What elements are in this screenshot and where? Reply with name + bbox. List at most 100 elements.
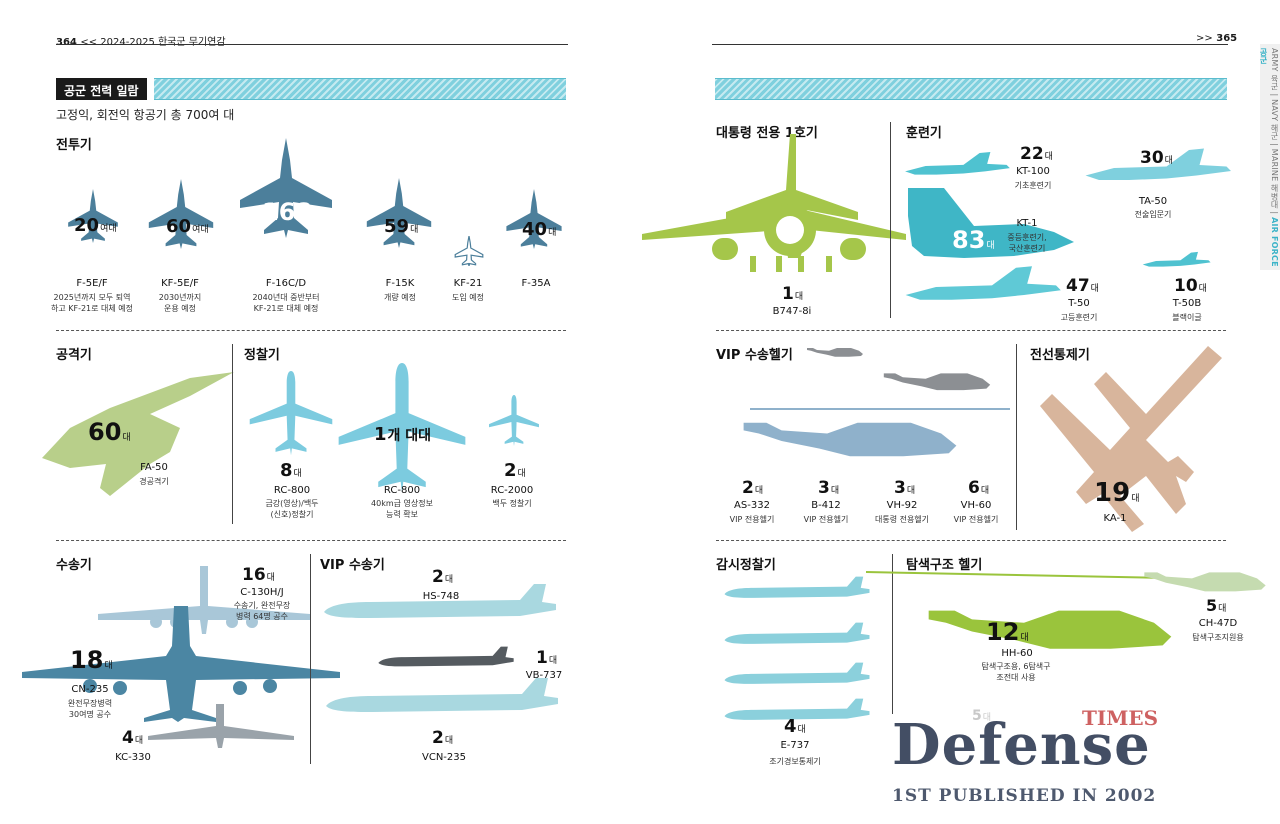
header-rule-right: [712, 44, 1228, 45]
vcn235-name: VCN-235: [422, 752, 466, 763]
vip-heli-heading: VIP 수송헬기: [716, 348, 793, 363]
fighter-note: 도입 예정: [452, 293, 484, 302]
vip-heli-note: 대통령 전용헬기: [874, 515, 930, 524]
recon-name: RC-800: [273, 485, 311, 496]
recon-note: 백두 정찰기: [492, 499, 532, 508]
vip-heli-count: 3대: [818, 478, 840, 498]
fighter-name: KF-5E/F: [161, 278, 199, 289]
fighter-name: KF-21: [453, 278, 483, 289]
fa50-silhouette: [42, 372, 234, 496]
fighter-name: F-5E/F: [76, 278, 108, 289]
vip-heli-name: VH-60: [960, 500, 992, 511]
right-banner: [715, 78, 1227, 100]
ta50-name: TA-50: [1138, 196, 1168, 207]
kf5-silhouette: [146, 162, 216, 266]
kt100-name: KT-100: [1016, 166, 1050, 177]
cn235-silhouette: [22, 606, 340, 722]
presidential-name: B747-8i: [772, 306, 812, 317]
column-divider: [310, 554, 311, 764]
vip-heli-note: VIP 전용헬기: [953, 515, 999, 524]
banner-title: 공군 전력 일람: [56, 78, 147, 100]
column-divider: [232, 344, 233, 524]
column-divider: [892, 554, 893, 714]
kc330-silhouette: [148, 704, 294, 748]
ka1-count: 19대: [1094, 478, 1140, 508]
vb737-name: VB-737: [525, 670, 563, 681]
recon-count: 8대: [280, 460, 302, 481]
watermark-times: TIMES: [1082, 706, 1159, 730]
section-divider: [56, 540, 566, 541]
vip-heli-note: VIP 전용헬기: [729, 515, 775, 524]
kt1-count: 83대: [952, 226, 995, 254]
banner-stripe: [154, 78, 566, 100]
kt1-note: 중등훈련기,국산훈련기: [1007, 233, 1047, 253]
page-subtitle: 고정익, 회전익 항공기 총 700여 대: [56, 108, 235, 122]
banner-stripe-right: [715, 78, 1227, 100]
fighter-count: 40대: [522, 219, 557, 240]
f16-silhouette: [236, 108, 336, 268]
hh60-rotor: [865, 571, 1167, 579]
vip-heli-name: B-412: [811, 500, 841, 511]
t50-silhouette: [904, 260, 1064, 314]
side-tab-navy: NAVY 해군: [1270, 99, 1279, 141]
t50b-count: 10대: [1174, 276, 1207, 296]
t50-name: T-50: [1068, 298, 1090, 309]
e737-silhouette: [722, 574, 872, 608]
side-tab-marine: MARINE 해병대: [1270, 148, 1279, 209]
trainers-heading: 훈련기: [906, 126, 942, 141]
left-page-number: 364 << 2024-2025 한국군 무기연감: [56, 37, 226, 48]
b747-silhouette: [642, 134, 906, 272]
recon-count: 2대: [504, 460, 526, 481]
attack-name: FA-50: [140, 462, 168, 473]
t50b-silhouette: [1142, 248, 1212, 274]
recon-heading: 정찰기: [244, 348, 280, 363]
sar-heading: 탐색구조 헬기: [906, 558, 983, 573]
fighters-heading: 전투기: [56, 138, 92, 153]
side-tab-army: ARMY 육군: [1270, 48, 1279, 91]
section-divider: [716, 330, 1226, 331]
fighter-note: 개량 예정: [384, 293, 416, 302]
transport-heading: 수송기: [56, 558, 92, 573]
e737-silhouette: [722, 620, 872, 654]
fighter-count: 59대: [384, 216, 419, 237]
vb737-count: 1대: [536, 648, 558, 668]
cn235-name: CN-235: [71, 684, 109, 695]
recon-name: RC-2000: [490, 485, 534, 496]
recon-count: 1개 대대: [374, 424, 432, 445]
ch47-note: 탐색구조지원용: [1192, 633, 1244, 642]
sar-extra-count: 5대: [972, 708, 992, 724]
rc2000-silhouette: [488, 386, 540, 456]
attack-count: 60대: [88, 418, 131, 446]
side-tab-airforce: AIR FORCE 공군: [1259, 48, 1279, 267]
ka1-silhouette: [1040, 346, 1222, 532]
f15k-silhouette: [364, 160, 434, 266]
cn235-count: 18대: [70, 646, 113, 674]
hh60-name: HH-60: [1001, 648, 1033, 659]
hs748-name: HS-748: [422, 591, 460, 602]
ta50-count: 30대: [1140, 148, 1173, 168]
kt100-note: 기초훈련기: [1014, 181, 1052, 190]
hs748-silhouette: [320, 582, 560, 632]
b412-silhouette: [870, 362, 1004, 400]
ch47-name: CH-47D: [1198, 618, 1238, 629]
section-divider: [56, 330, 566, 331]
watermark-main: Defense: [892, 712, 1151, 778]
ch47-count: 5대: [1206, 596, 1227, 615]
kt1-silhouette: [908, 188, 1074, 258]
fighter-name: F-15K: [385, 278, 415, 289]
ch47-silhouette: [1140, 558, 1270, 604]
vip-heli-name: AS-332: [734, 500, 770, 511]
header-rule-left: [56, 44, 568, 45]
defense-times-watermark: TIMES Defense 1ST PUBLISHED IN 2002: [892, 706, 1192, 816]
ka1-name: KA-1: [1103, 513, 1127, 524]
right-page-number: >> 365: [1196, 33, 1238, 44]
fighter-name: F-35A: [521, 278, 551, 289]
watermark-sub: 1ST PUBLISHED IN 2002: [892, 786, 1157, 806]
c130-name: C-130H/J: [240, 587, 284, 598]
left-banner: 공군 전력 일람: [56, 78, 566, 100]
column-divider: [890, 122, 891, 318]
